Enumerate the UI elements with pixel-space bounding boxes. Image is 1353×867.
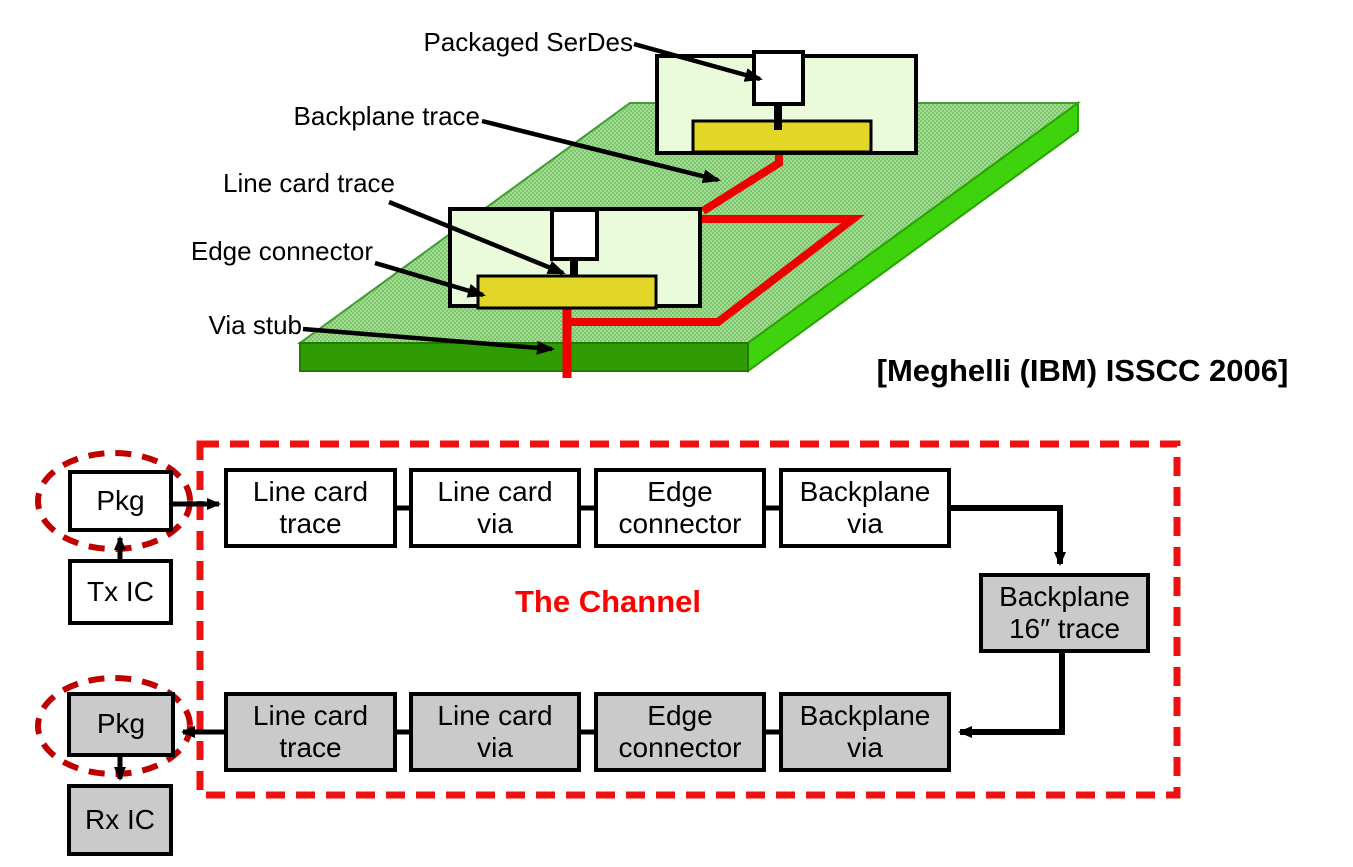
citation: [Meghelli (IBM) ISSCC 2006] — [876, 353, 1289, 388]
channel-title: The Channel — [514, 584, 701, 619]
trace-to-backplane-via-elbow — [958, 653, 1065, 738]
channel-box-line-card-trace-bottom: Line card trace — [224, 692, 397, 772]
edge-connector-upper — [691, 119, 873, 154]
label-via-stub: Via stub — [208, 310, 302, 340]
channel-boundary-dashed — [196, 440, 1181, 799]
tx-pkg-ellipse — [35, 450, 193, 552]
line-card-trace-arrow — [388, 199, 566, 276]
channel-box-line-card-trace-top: Line card trace — [224, 468, 397, 548]
backplane-via-to-trace-elbow — [951, 505, 1066, 566]
channel-box-line-card-via-bottom: Line card via — [409, 692, 581, 772]
rx-ic-label: Rx IC — [85, 803, 155, 835]
channel-box-backplane-16in-trace: Backplane 16″ trace — [979, 573, 1150, 653]
tx-pkg-box: Pkg — [68, 470, 173, 532]
edge-connector-lower — [476, 274, 658, 310]
backplane-trace-loop-red — [567, 215, 865, 326]
channel-box-backplane-via-top: Backplane via — [779, 468, 951, 548]
serdes-package-upper — [752, 50, 805, 106]
rx-ic-box: Rx IC — [67, 784, 173, 856]
rx-pkg-label: Pkg — [96, 708, 146, 740]
via-stub-arrow — [302, 326, 555, 355]
packaged-serdes-arrow — [633, 41, 763, 82]
edge-connector-arrow — [374, 260, 486, 298]
channel-box-line-card-via-top: Line card via — [409, 468, 581, 548]
channel-box-edge-connector-top: Edge connector — [594, 468, 766, 548]
serdes-package-lower — [550, 208, 599, 261]
tx-ic-box: Tx IC — [68, 559, 173, 625]
tx-pkg-label: Pkg — [96, 484, 145, 516]
label-edge-connector: Edge connector — [190, 236, 373, 266]
label-packaged-serdes: Packaged SerDes — [423, 27, 633, 57]
label-backplane-trace: Backplane trace — [293, 101, 480, 131]
rx-pkg-box: Pkg — [67, 692, 175, 757]
board-front-face — [299, 342, 749, 372]
tx-ic-label: Tx IC — [87, 575, 154, 607]
label-line-card-trace: Line card trace — [223, 168, 395, 198]
channel-box-edge-connector-bottom: Edge connector — [594, 692, 766, 772]
channel-box-backplane-via-bottom: Backplane via — [779, 692, 951, 772]
backplane-trace-arrow — [481, 118, 721, 184]
